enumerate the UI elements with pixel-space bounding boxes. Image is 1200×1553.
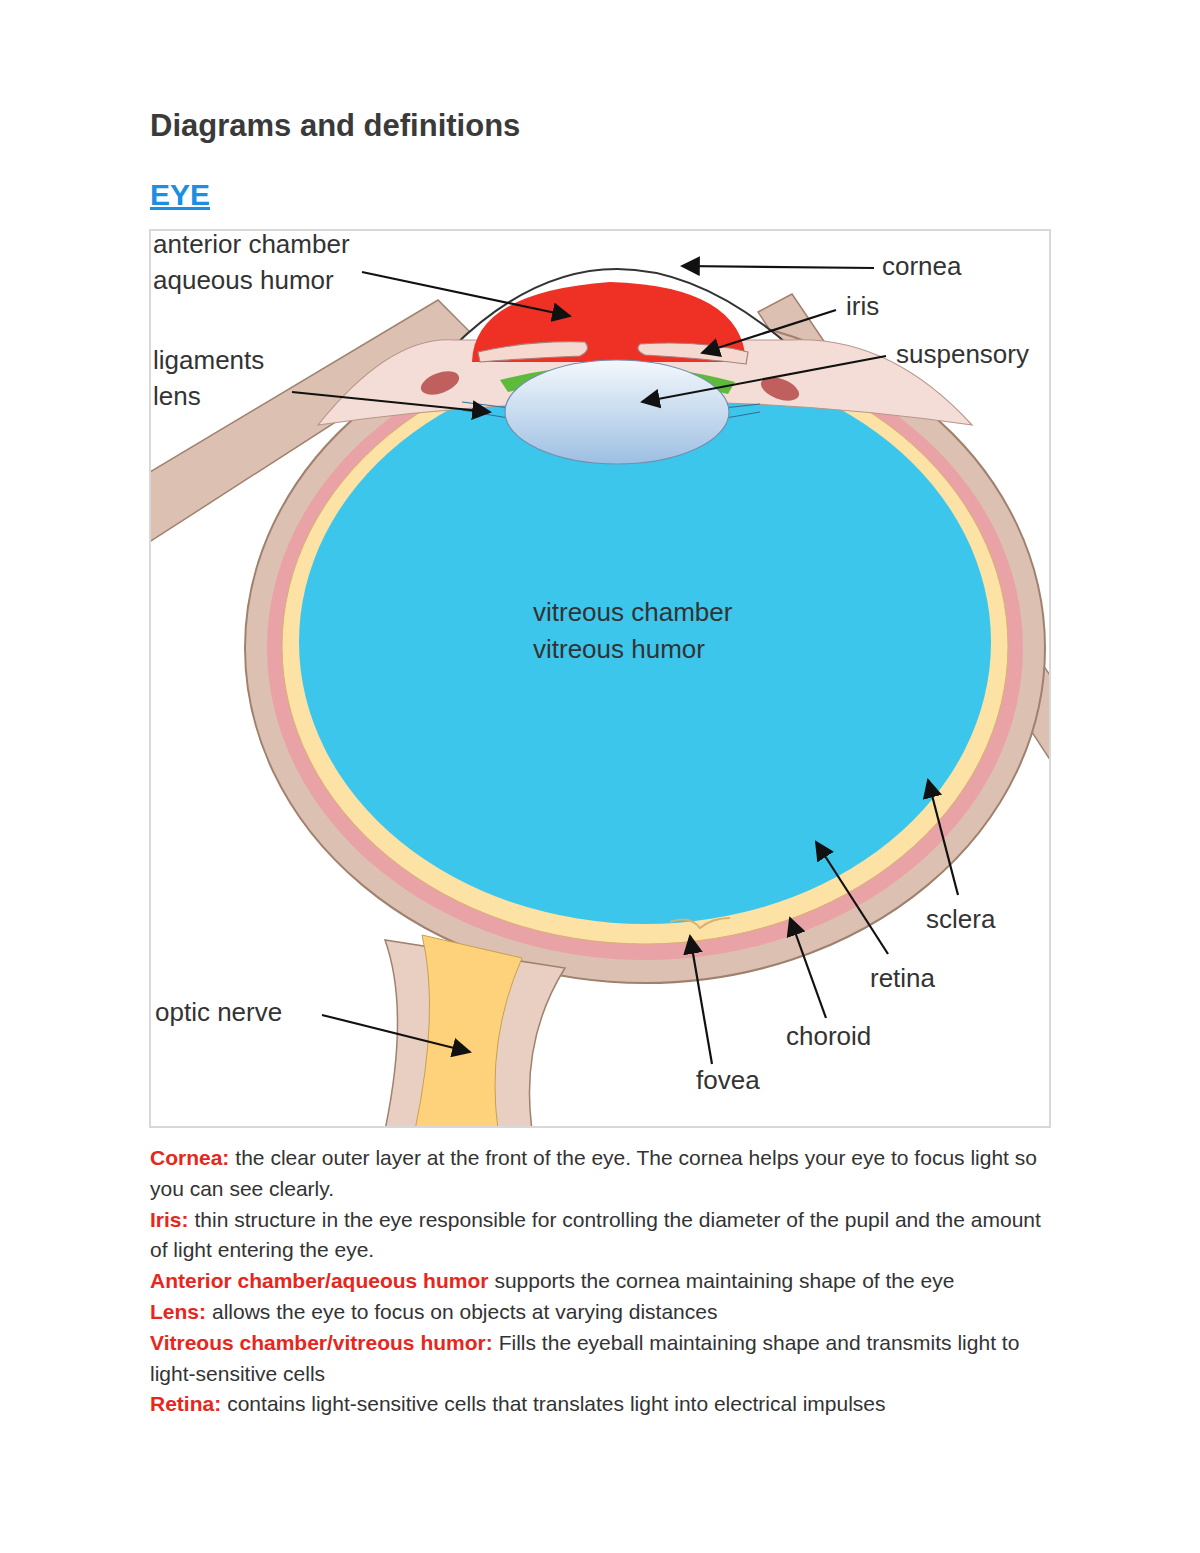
lens	[505, 360, 729, 464]
part-label: choroid	[786, 1020, 871, 1052]
definition-term: Anterior chamber/aqueous humor	[150, 1269, 488, 1292]
part-label: suspensory	[896, 338, 1029, 370]
definition-entry: Iris:thin structure in the eye responsib…	[150, 1205, 1055, 1267]
leader-line	[292, 266, 958, 1064]
definition-text: thin structure in the eye responsible fo…	[150, 1208, 1041, 1262]
choroid-layer	[267, 336, 1023, 960]
definition-text: allows the eye to focus on objects at va…	[212, 1300, 717, 1323]
retina-layer	[282, 348, 1008, 944]
fovea-pit	[670, 918, 730, 928]
part-label: aqueous humor	[153, 264, 334, 296]
definition-entry: Cornea:the clear outer layer at the fron…	[150, 1143, 1055, 1205]
ciliary-muscle	[418, 367, 462, 399]
definition-text: the clear outer layer at the front of th…	[150, 1146, 1037, 1200]
definition-term: Iris:	[150, 1208, 189, 1231]
definition-text: contains light-sensitive cells that tran…	[227, 1392, 885, 1415]
definition-term: Lens:	[150, 1300, 206, 1323]
part-label: retina	[870, 962, 935, 994]
definition-entry: Retina: contains light-sensitive cells th…	[150, 1389, 1055, 1420]
iris	[638, 343, 748, 364]
definition-term: Cornea:	[150, 1146, 229, 1169]
part-label: anterior chamber	[153, 228, 350, 260]
definitions: Cornea:the clear outer layer at the fron…	[150, 1143, 1055, 1420]
section-heading: EYE	[150, 178, 210, 212]
definition-term: Vitreous chamber/vitreous humor:	[150, 1331, 493, 1354]
part-label: fovea	[696, 1064, 760, 1096]
sclera-layer	[245, 313, 1045, 983]
part-label: vitreous chamber	[533, 596, 732, 628]
definition-entry: Lens: allows the eye to focus on objects …	[150, 1297, 1055, 1328]
definition-term: Retina:	[150, 1392, 221, 1415]
page-title: Diagrams and definitions	[150, 108, 520, 144]
part-label: ligaments	[153, 344, 264, 376]
part-label: cornea	[882, 250, 962, 282]
part-label: iris	[846, 290, 879, 322]
part-label: vitreous humor	[533, 633, 705, 665]
ciliary-muscle	[758, 373, 802, 405]
part-label: lens	[153, 380, 201, 412]
vitreous-body	[299, 360, 991, 924]
part-label: optic nerve	[155, 996, 282, 1028]
definition-entry: Vitreous chamber/vitreous humor:Fills th…	[150, 1328, 1055, 1390]
figure-frame	[150, 230, 1050, 1127]
part-label: sclera	[926, 903, 995, 935]
iris	[478, 342, 588, 362]
optic-nerve	[415, 935, 522, 1126]
definition-entry: Anterior chamber/aqueous humor supports t…	[150, 1266, 1055, 1297]
definition-text: supports the cornea maintaining shape of…	[494, 1269, 954, 1292]
